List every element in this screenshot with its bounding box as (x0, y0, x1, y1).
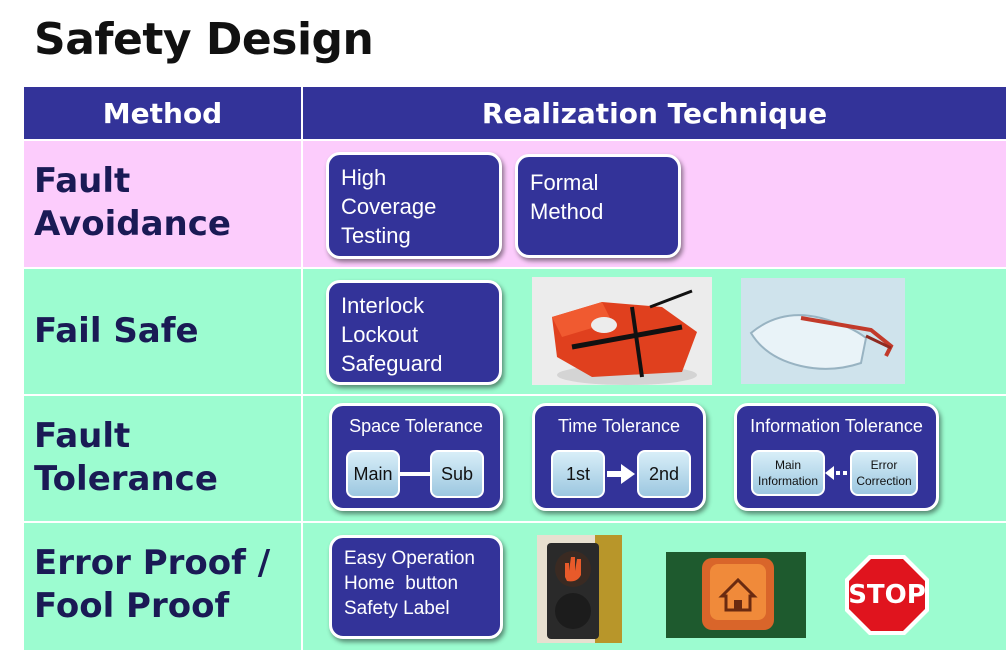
easy-operation-box: Easy Operation Home button Safety Label (329, 535, 503, 639)
page-title: Safety Design (34, 14, 374, 65)
high-coverage-testing-box: High Coverage Testing (326, 152, 502, 259)
column-divider (301, 141, 303, 651)
method-fault-avoidance: Fault Avoidance (34, 161, 231, 244)
life-vest-photo (532, 277, 712, 385)
row-error-proof (24, 523, 1006, 650)
safety-glasses-photo (741, 278, 905, 384)
method-fail-safe: Fail Safe (34, 311, 199, 351)
error-correction-block: Error Correction (850, 450, 918, 496)
interlock-box: Interlock Lockout Safeguard (326, 280, 502, 385)
information-tolerance-box: Information Tolerance Main Information E… (734, 403, 939, 511)
home-key-photo (666, 552, 806, 638)
sub-block: Sub (430, 450, 484, 498)
method-error-proof: Error Proof / Fool Proof (34, 543, 271, 626)
formal-method-box: Formal Method (515, 154, 681, 258)
pedestrian-signal-photo (537, 535, 622, 643)
time-tolerance-box: Time Tolerance 1st 2nd (532, 403, 706, 511)
first-block: 1st (551, 450, 605, 498)
header-method: Method (24, 87, 301, 139)
arrow-left-dashed-icon (825, 466, 847, 480)
main-information-block: Main Information (751, 450, 825, 496)
stop-sign-icon: STOP (843, 553, 931, 637)
header-technique: Realization Technique (303, 87, 1006, 139)
method-fault-tolerance: Fault Tolerance (34, 416, 218, 499)
connector-line (400, 472, 430, 476)
arrow-right-icon (607, 464, 635, 484)
second-block: 2nd (637, 450, 691, 498)
main-block: Main (346, 450, 400, 498)
space-tolerance-box: Space Tolerance Main Sub (329, 403, 503, 511)
stop-sign-text: STOP (848, 580, 926, 610)
